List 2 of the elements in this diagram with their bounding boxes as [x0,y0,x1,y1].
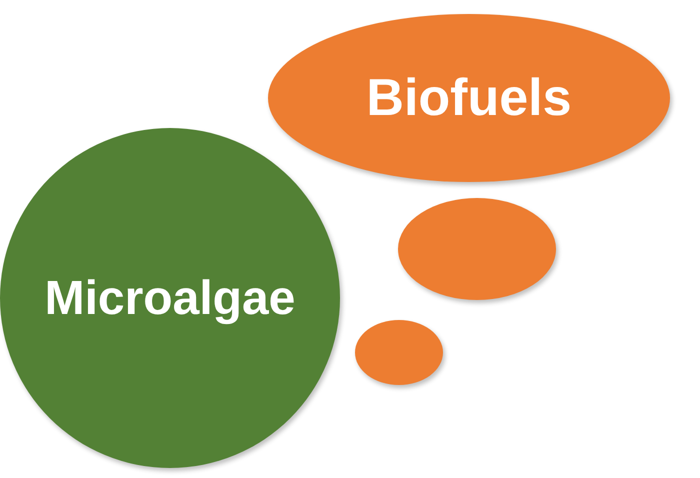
node-label: Microalgae [44,270,296,326]
node-label: Biofuels [366,68,572,128]
